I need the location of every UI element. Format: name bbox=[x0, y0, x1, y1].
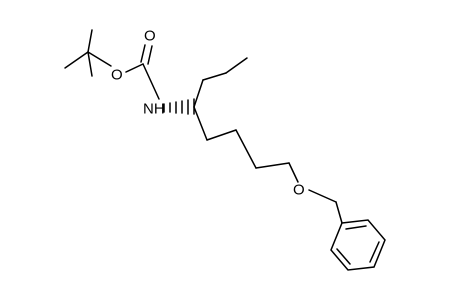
propyl-chain bbox=[193, 57, 248, 108]
bond-carbonyl-nitrogen bbox=[142, 63, 160, 100]
atom-label-oxygen-ester: O bbox=[111, 67, 123, 84]
bond-tbu-bottom bbox=[87, 51, 93, 77]
stereocenter bbox=[163, 98, 195, 115]
butyl-chain bbox=[193, 106, 299, 183]
bond-tbu-right bbox=[87, 51, 112, 67]
benzene-ring bbox=[330, 219, 386, 271]
bond-propyl-1 bbox=[193, 79, 204, 108]
double-bond-carbonyl-a bbox=[140, 44, 146, 63]
bond-ch2-ring bbox=[335, 201, 343, 224]
benzyl-group bbox=[308, 189, 343, 224]
bond-tbu-top bbox=[87, 29, 93, 53]
bond-chain-3 bbox=[235, 129, 257, 169]
bond-o-ch2 bbox=[308, 189, 337, 203]
bond-chain-1 bbox=[193, 106, 208, 141]
benzene-outer-ring bbox=[330, 219, 386, 271]
bond-propyl-3 bbox=[225, 57, 248, 74]
carbamate-group bbox=[125, 44, 160, 100]
bond-chain-4 bbox=[255, 162, 290, 169]
atom-label-oxygen-ether: O bbox=[293, 182, 305, 199]
bond-tbu-left bbox=[64, 51, 89, 69]
atom-label-oxygen-carbonyl: O bbox=[144, 28, 156, 45]
double-bond-carbonyl-b bbox=[147, 45, 153, 65]
benzene-inner-bond-3 bbox=[336, 248, 351, 265]
benzene-inner-bond-2 bbox=[369, 241, 380, 263]
bond-chain-5 bbox=[288, 162, 299, 183]
tert-butyl-group bbox=[64, 29, 112, 77]
bond-propyl-2 bbox=[202, 72, 227, 81]
atom-label-nitrogen: NH bbox=[143, 101, 165, 118]
bond-o-carbonyl-carbon bbox=[125, 63, 144, 73]
benzene-inner-bond-1 bbox=[345, 225, 367, 230]
bond-chain-2 bbox=[206, 129, 237, 141]
